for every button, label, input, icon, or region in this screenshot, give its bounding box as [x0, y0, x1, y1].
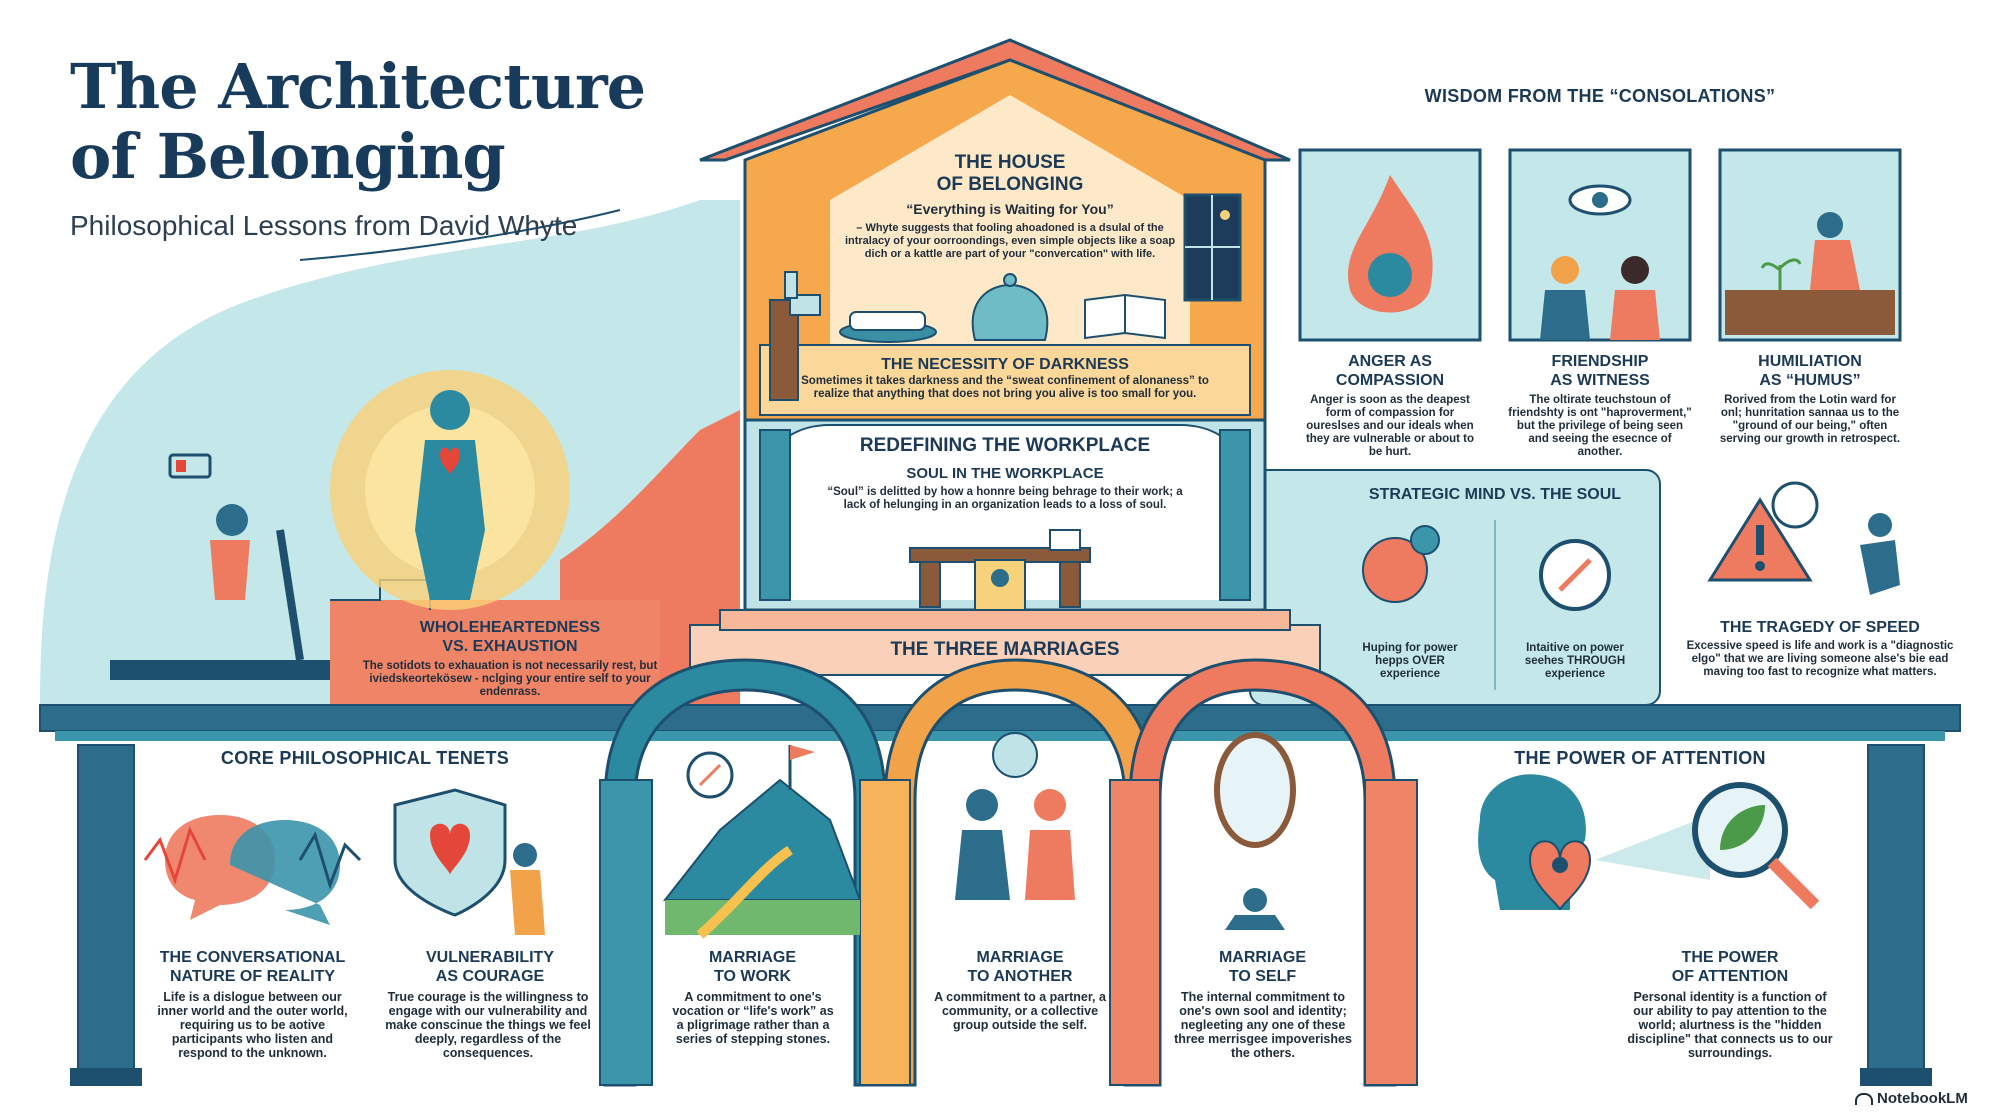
title-line-1: The Architecture — [70, 50, 646, 123]
anger-title-1: ANGER AS — [1348, 353, 1432, 370]
wholeheartedness-title-1: WHOLEHEARTEDNESS — [419, 619, 601, 636]
humiliation-title: HUMILIATION AS “HUMUS” — [1720, 352, 1900, 390]
conversational-title-2: NATURE OF REALITY — [169, 968, 336, 985]
house-quote-body: – Whyte suggests that fooling ahoadoned … — [844, 222, 1176, 260]
humiliation-title-2: AS “HUMUS” — [1759, 372, 1861, 389]
attention-title-2: OF ATTENTION — [1671, 968, 1789, 985]
attention-heading: THE POWER OF ATTENTION — [1514, 748, 1766, 768]
anger-body: Anger is soon as the deapest form of com… — [1305, 394, 1475, 458]
darkness-body: Sometimes it takes darkness and the “swe… — [801, 375, 1209, 400]
vulnerability-body: True courage is the willingness to engag… — [385, 990, 591, 1060]
marriage-another-body: A commitment to a partner, a community, … — [934, 990, 1106, 1032]
conversational-title: THE CONVERSATIONAL NATURE OF REALITY — [145, 948, 360, 986]
anger-title-2: COMPASSION — [1335, 372, 1445, 389]
house-quote: “Everything is Waiting for You” — [906, 201, 1114, 217]
notebooklm-logo-icon — [1855, 1093, 1873, 1106]
tenets-heading: CORE PHILOSOPHICAL TENETS — [220, 748, 510, 768]
strategic-soul-body: Intaitive on power seehes THROUGH experi… — [1524, 642, 1626, 680]
marriage-self-title-2: TO SELF — [1228, 968, 1297, 985]
marriage-another-title-2: TO ANOTHER — [967, 968, 1073, 985]
title-line-2: of Belonging — [70, 120, 506, 193]
house-title-line-1: THE HOUSE — [954, 152, 1066, 173]
wholeheartedness-title-2: VS. EXHAUSTION — [442, 638, 578, 655]
workplace-title: REDEFINING THE WORKPLACE — [859, 435, 1151, 456]
workplace-subtitle: SOUL IN THE WORKPLACE — [906, 465, 1104, 482]
friendship-body: The oltirate teuchstoun of friendshty is… — [1508, 394, 1692, 458]
humiliation-title-1: HUMILIATION — [1758, 353, 1862, 370]
speed-title: THE TRAGEDY OF SPEED — [1720, 619, 1920, 636]
marriage-another-title: MARRIAGE TO ANOTHER — [920, 948, 1120, 986]
friendship-title: FRIENDSHIP AS WITNESS — [1510, 352, 1690, 390]
darkness-title: THE NECESSITY OF DARKNESS — [881, 356, 1129, 373]
attention-title-1: THE POWER — [1681, 949, 1779, 966]
friendship-title-2: AS WITNESS — [1550, 372, 1650, 389]
marriage-self-title-1: MARRIAGE — [1218, 949, 1307, 966]
anger-title: ANGER AS COMPASSION — [1300, 352, 1480, 390]
conversational-body: Life is a dislogue between our inner wor… — [157, 990, 348, 1060]
marriage-work-title: MARRIAGE TO WORK — [655, 948, 850, 986]
speed-body: Excessive speed is life and work is a "d… — [1686, 640, 1954, 678]
marriage-self-title: MARRIAGE TO SELF — [1165, 948, 1360, 986]
strategic-heading: STRATEGIC MIND VS. THE SOUL — [1368, 486, 1622, 503]
conversational-title-1: THE CONVERSATIONAL — [159, 949, 346, 966]
friendship-title-1: FRIENDSHIP — [1551, 353, 1649, 370]
workplace-body: “Soul” is delitted by how a honnre being… — [827, 486, 1183, 511]
strategic-mind-body: Huping for power hepps OVER experience — [1362, 642, 1458, 680]
wholeheartedness-body: The sotidots to exhauation is not necess… — [362, 660, 658, 698]
marriage-self-body: The internal commitment to one's own soo… — [1174, 990, 1352, 1060]
house-title-line-2: OF BELONGING — [936, 174, 1084, 195]
vulnerability-title: VULNERABILITY AS COURAGE — [385, 948, 595, 986]
three-marriages-banner: THE THREE MARRIAGES — [890, 639, 1120, 660]
vulnerability-title-1: VULNERABILITY — [426, 949, 554, 966]
notebooklm-brand: NotebookLM — [1855, 1090, 1968, 1107]
marriage-work-body: A commitment to one's vocation or “life'… — [672, 990, 834, 1046]
house-title: THE HOUSE OF BELONGING — [900, 152, 1120, 196]
page-title: The Architecture of Belonging — [70, 52, 710, 192]
vulnerability-title-2: AS COURAGE — [435, 968, 545, 985]
page-subtitle: Philosophical Lessons from David Whyte — [70, 210, 578, 241]
attention-title: THE POWER OF ATTENTION — [1620, 948, 1840, 986]
consolations-heading: WISDOM FROM THE “CONSOLATIONS” — [1424, 86, 1776, 106]
marriage-work-title-2: TO WORK — [713, 968, 792, 985]
wholeheartedness-title: WHOLEHEARTEDNESS VS. EXHAUSTION — [360, 618, 660, 656]
marriage-work-title-1: MARRIAGE — [708, 949, 797, 966]
marriage-another-title-1: MARRIAGE — [976, 949, 1064, 966]
brand-label: NotebookLM — [1877, 1090, 1968, 1107]
attention-body: Personal identity is a function of our a… — [1627, 990, 1833, 1060]
humiliation-body: Rorived from the Lotin ward for onl; hun… — [1719, 394, 1901, 445]
